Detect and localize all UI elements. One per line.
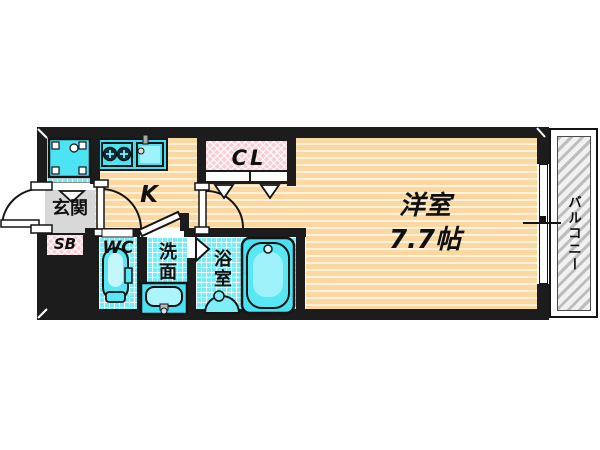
shoe-box-label: SB (53, 235, 77, 254)
wall-bath-right (296, 228, 305, 320)
entrance-label: 玄関 (52, 197, 88, 219)
wall-left-upper (37, 127, 47, 187)
closet-door-strip (206, 170, 292, 181)
wall-wc-top (90, 228, 140, 237)
wall-bath-top (184, 228, 306, 237)
window-icon (539, 164, 548, 284)
toilet-label: WC (102, 238, 134, 259)
wall-door-stub (180, 213, 189, 231)
kitchen-counter (97, 138, 168, 171)
closet-box (203, 138, 295, 184)
main-room-size: 7.7帖 (388, 225, 462, 256)
wall-wc-washroom (137, 237, 147, 320)
wall-right-lower (537, 284, 549, 320)
kitchen-label: K (140, 181, 158, 208)
balcony-label: バルコニー (565, 195, 581, 273)
wall-closet-right (287, 127, 296, 186)
wall-washroom-bath (187, 258, 196, 320)
bathroom-label: 浴室 (211, 249, 232, 289)
main-room-label: 洋室 (398, 191, 451, 222)
wall-hall-room (197, 127, 206, 190)
wall-laundry-kitchen (90, 127, 100, 184)
balcony-deck (557, 136, 591, 311)
washroom-label: 洗面 (156, 242, 177, 282)
laundry-nook-floor (47, 138, 90, 182)
wall-corner-block (37, 255, 99, 320)
closet-label: CL (231, 145, 267, 170)
closet-door-divider (249, 172, 251, 181)
wall-bottom (37, 309, 546, 320)
shoe-box (45, 233, 85, 258)
wall-right-upper (537, 127, 549, 164)
